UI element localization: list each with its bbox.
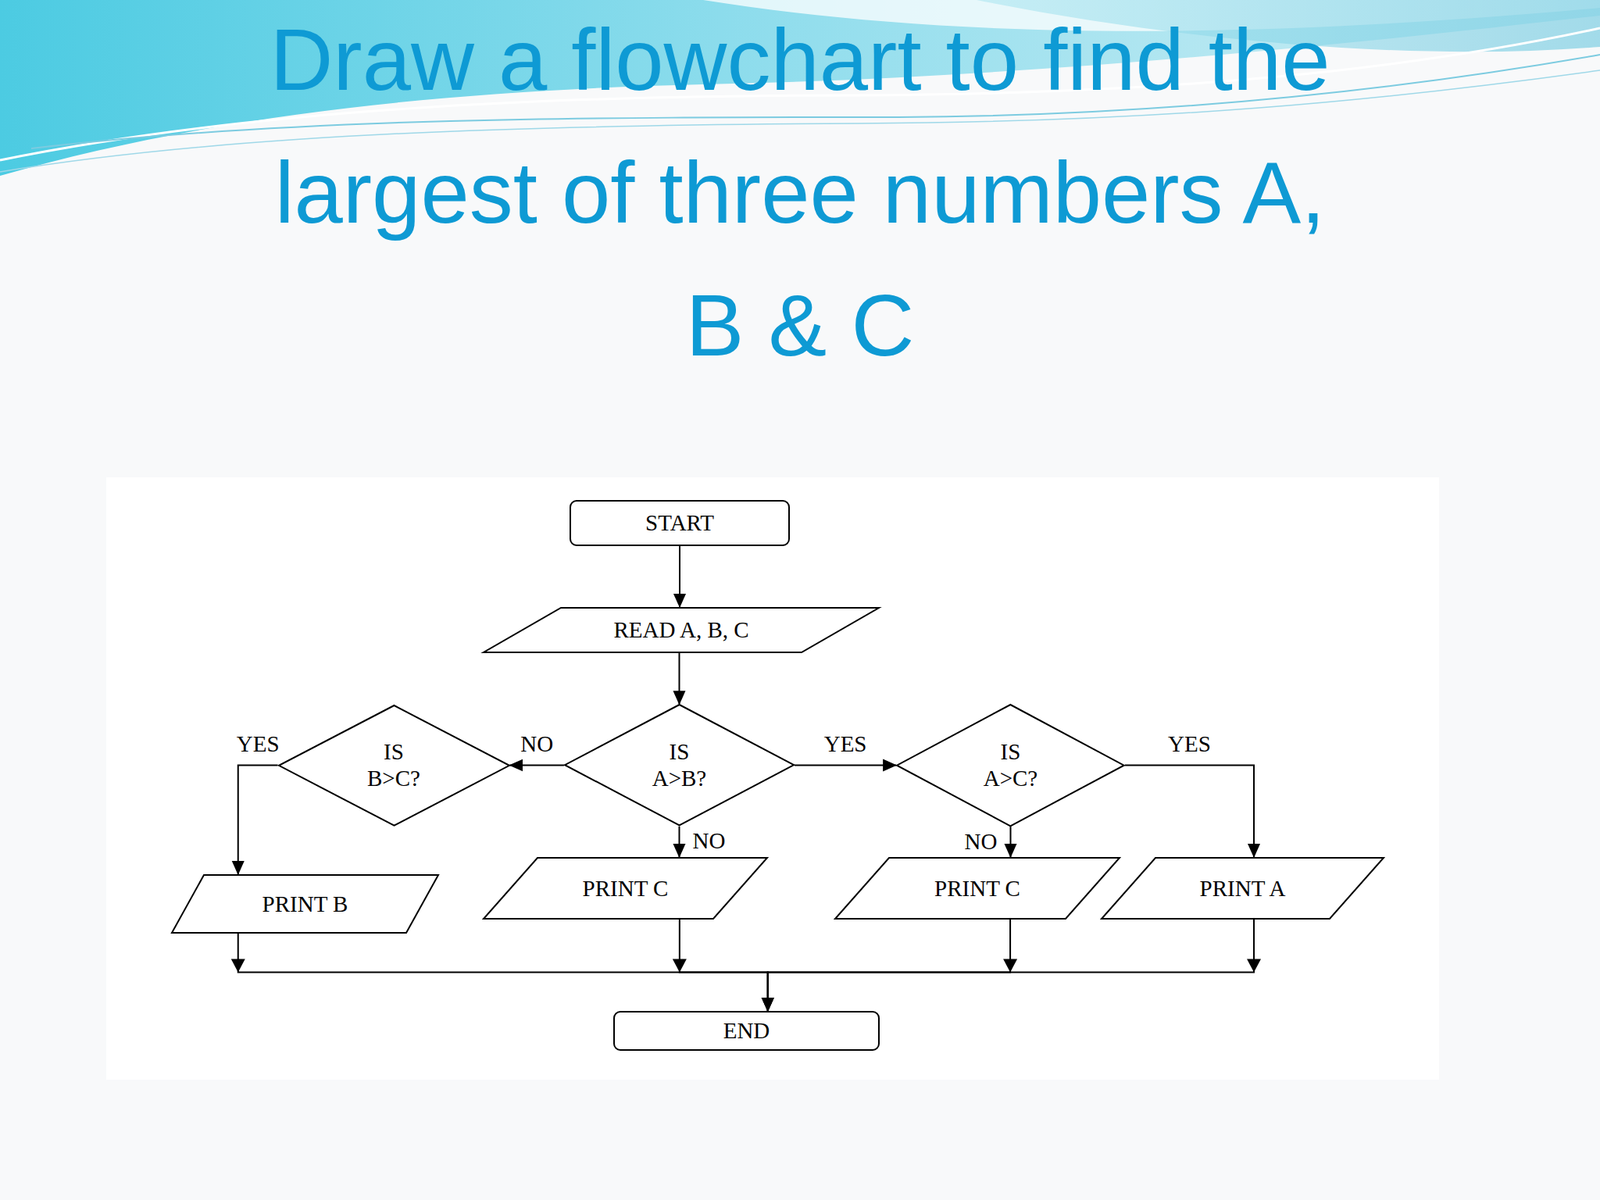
flow-arrow <box>679 919 768 1011</box>
branch-label: YES <box>234 732 283 758</box>
flow-arrow <box>678 546 681 608</box>
io-parallelogram: PRINT A <box>1100 857 1385 920</box>
merge-arrowhead <box>1003 959 1018 973</box>
merge-arrowhead <box>1246 959 1261 973</box>
node-label: PRINT C <box>934 875 1021 903</box>
branch-label: YES <box>1165 732 1214 758</box>
flow-arrow <box>678 653 680 704</box>
node-outline <box>896 703 1125 827</box>
node-label: PRINT B <box>262 890 349 918</box>
node-label: IS A>B? <box>643 738 715 793</box>
branch-label: NO <box>517 732 556 758</box>
flow-arrow <box>509 764 564 766</box>
node-label: START <box>645 509 715 537</box>
flow-arrow <box>678 826 680 858</box>
io-parallelogram: PRINT C <box>482 857 768 920</box>
flow-arrow <box>767 919 1254 1011</box>
flow-arrow <box>1125 764 1254 858</box>
terminal-box: END <box>613 1010 880 1051</box>
io-parallelogram: PRINT C <box>834 857 1121 920</box>
decision-diamond: IS A>B? <box>564 703 795 826</box>
node-label: READ A, B, C <box>613 616 749 644</box>
flow-arrow <box>767 919 1011 1011</box>
node-outline <box>278 704 511 827</box>
node-label: IS B>C? <box>358 738 429 793</box>
io-parallelogram: READ A, B, C <box>482 607 880 654</box>
decision-diamond: IS A>C? <box>896 703 1125 827</box>
decision-diamond: IS B>C? <box>278 704 511 827</box>
branch-label: YES <box>821 732 870 758</box>
node-label: PRINT A <box>1200 875 1286 903</box>
flow-arrow <box>238 764 279 875</box>
merge-arrowhead <box>231 959 246 973</box>
io-parallelogram: PRINT B <box>171 874 440 934</box>
branch-label: NO <box>690 828 729 854</box>
node-label: END <box>723 1017 771 1045</box>
node-outline <box>564 703 795 826</box>
flow-arrow <box>794 764 897 766</box>
flowchart-panel <box>106 477 1440 1080</box>
terminal-box: START <box>569 500 790 547</box>
merge-arrowhead <box>672 959 687 973</box>
flow-arrow <box>1009 826 1011 858</box>
node-label: IS A>C? <box>975 738 1046 793</box>
branch-label: NO <box>962 829 1000 855</box>
node-label: PRINT C <box>582 875 669 903</box>
slide-title: Draw a flowchart to find the largest of … <box>253 0 1347 393</box>
